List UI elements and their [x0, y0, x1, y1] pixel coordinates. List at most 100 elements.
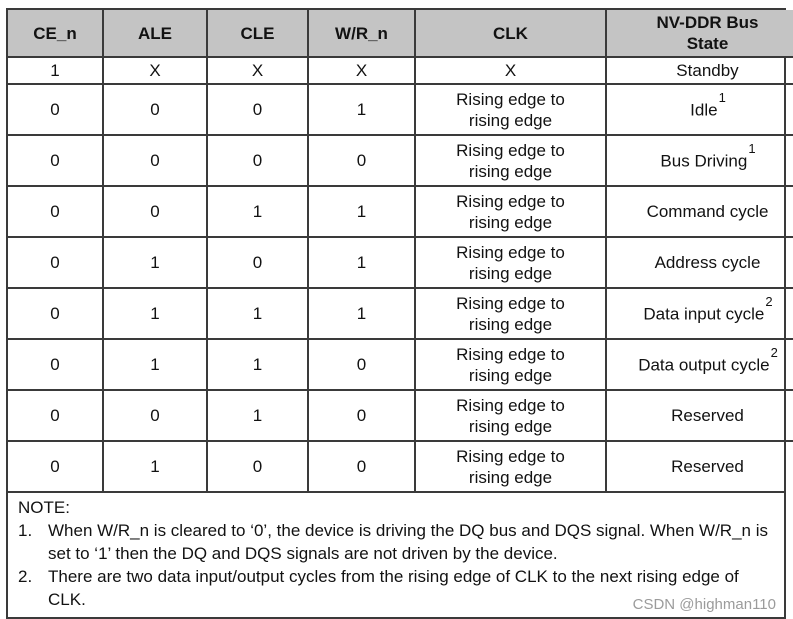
cell-text: Rising edge to rising edge	[456, 344, 565, 385]
table-cell: Rising edge to rising edge	[414, 83, 607, 136]
table-cell: 1	[102, 236, 208, 289]
cell-text: 0	[150, 202, 160, 221]
table-cell: 0	[7, 134, 104, 187]
table-cell: 0	[307, 389, 416, 442]
cell-text: 1	[252, 304, 263, 323]
table-cell: X	[102, 56, 208, 85]
table-cell: 0	[7, 338, 104, 391]
cell-text: 1	[150, 457, 160, 476]
note-item-1: 1. When W/R_n is cleared to ‘0’, the dev…	[18, 519, 776, 565]
table-cell: 1	[7, 56, 104, 85]
note-item-number: 1.	[18, 521, 33, 540]
bus-state-cell: Idle1	[605, 83, 793, 136]
cell-text: X	[149, 61, 161, 80]
footnote-ref: 1	[748, 141, 756, 157]
cell-text: 0	[356, 355, 367, 374]
table-cell: 0	[206, 236, 309, 289]
table-cell: 0	[102, 134, 208, 187]
bus-state-cell: Command cycle	[605, 185, 793, 238]
cell-text: 0	[356, 406, 367, 425]
cell-text: Rising edge to rising edge	[456, 191, 565, 232]
cell-text: 1	[252, 406, 263, 425]
note-section: NOTE: 1. When W/R_n is cleared to ‘0’, t…	[8, 491, 784, 617]
cell-text: 1	[150, 355, 160, 374]
cell-text: 0	[50, 406, 60, 425]
table-cell: 0	[102, 83, 208, 136]
cell-text: 0	[50, 202, 60, 221]
cell-text: Idle	[690, 100, 718, 120]
column-header: CLK	[414, 9, 607, 58]
table-cell: 0	[7, 83, 104, 136]
table-cell: Rising edge to rising edge	[414, 440, 607, 492]
note-title: NOTE:	[18, 498, 70, 517]
cell-text: X	[251, 61, 264, 80]
table-cell: Rising edge to rising edge	[414, 185, 607, 238]
cell-text: Rising edge to rising edge	[456, 242, 565, 283]
table-cell: 0	[206, 440, 309, 492]
bus-state-cell: Reserved	[605, 389, 793, 442]
table-cell: 0	[7, 389, 104, 442]
cell-text: Data input cycle	[643, 304, 765, 324]
table-cell: 0	[102, 185, 208, 238]
table-cell: 1	[307, 287, 416, 340]
bus-state-cell: Standby	[605, 56, 793, 85]
table-cell: 1	[102, 287, 208, 340]
table-cell: 0	[206, 83, 309, 136]
table-cell: 0	[7, 236, 104, 289]
cell-text: 1	[150, 253, 160, 272]
cell-text: 0	[356, 457, 367, 476]
cell-text: 0	[50, 151, 60, 170]
bus-state-cell: Address cycle	[605, 236, 793, 289]
table-row: 0 1 1 1 Rising edge to rising edge Data input…	[7, 287, 793, 340]
cell-text: 0	[252, 457, 263, 476]
table-cell: 1	[206, 389, 309, 442]
cell-text: 1	[356, 304, 367, 323]
note-item-text: When W/R_n is cleared to ‘0’, the device…	[48, 521, 768, 563]
footnote-ref: 2	[765, 294, 773, 310]
table-cell: X	[307, 56, 416, 85]
cell-text: 1	[356, 202, 367, 221]
cell-text: 0	[50, 355, 60, 374]
table-cell: Rising edge to rising edge	[414, 134, 607, 187]
table-cell: 0	[7, 440, 104, 492]
table-cell: X	[414, 56, 607, 85]
cell-text: 1	[252, 355, 263, 374]
table-cell: 1	[102, 440, 208, 492]
table-row: 0 0 1 1 Rising edge to rising edge Command cy…	[7, 185, 793, 238]
note-item-2: 2. There are two data input/output cycle…	[18, 565, 776, 611]
cell-text: 1	[252, 202, 263, 221]
cell-text: 1	[150, 304, 160, 323]
cell-text: 1	[356, 253, 367, 272]
table-cell: 0	[206, 134, 309, 187]
cell-text: 0	[252, 100, 263, 119]
cell-text: 0	[150, 100, 160, 119]
bus-state-cell: Reserved	[605, 440, 793, 492]
table-cell: 1	[206, 338, 309, 391]
column-header: W/R_n	[307, 9, 416, 58]
cell-text: 1	[356, 100, 367, 119]
column-header-label: CE_n	[33, 23, 77, 43]
table-cell: 0	[7, 287, 104, 340]
cell-text: 0	[50, 304, 60, 323]
cell-text: Rising edge to rising edge	[456, 293, 565, 334]
cell-text: Command cycle	[646, 202, 769, 221]
cell-text: Address cycle	[654, 253, 761, 272]
table-cell: 1	[206, 287, 309, 340]
cell-text: 0	[150, 406, 160, 425]
column-header: CLE	[206, 9, 309, 58]
table-cell: 0	[307, 440, 416, 492]
note-item-text: There are two data input/output cycles f…	[48, 567, 739, 609]
column-header-label: CLK	[493, 23, 528, 43]
footnote-ref: 2	[770, 345, 778, 361]
column-header-label: ALE	[138, 23, 172, 43]
